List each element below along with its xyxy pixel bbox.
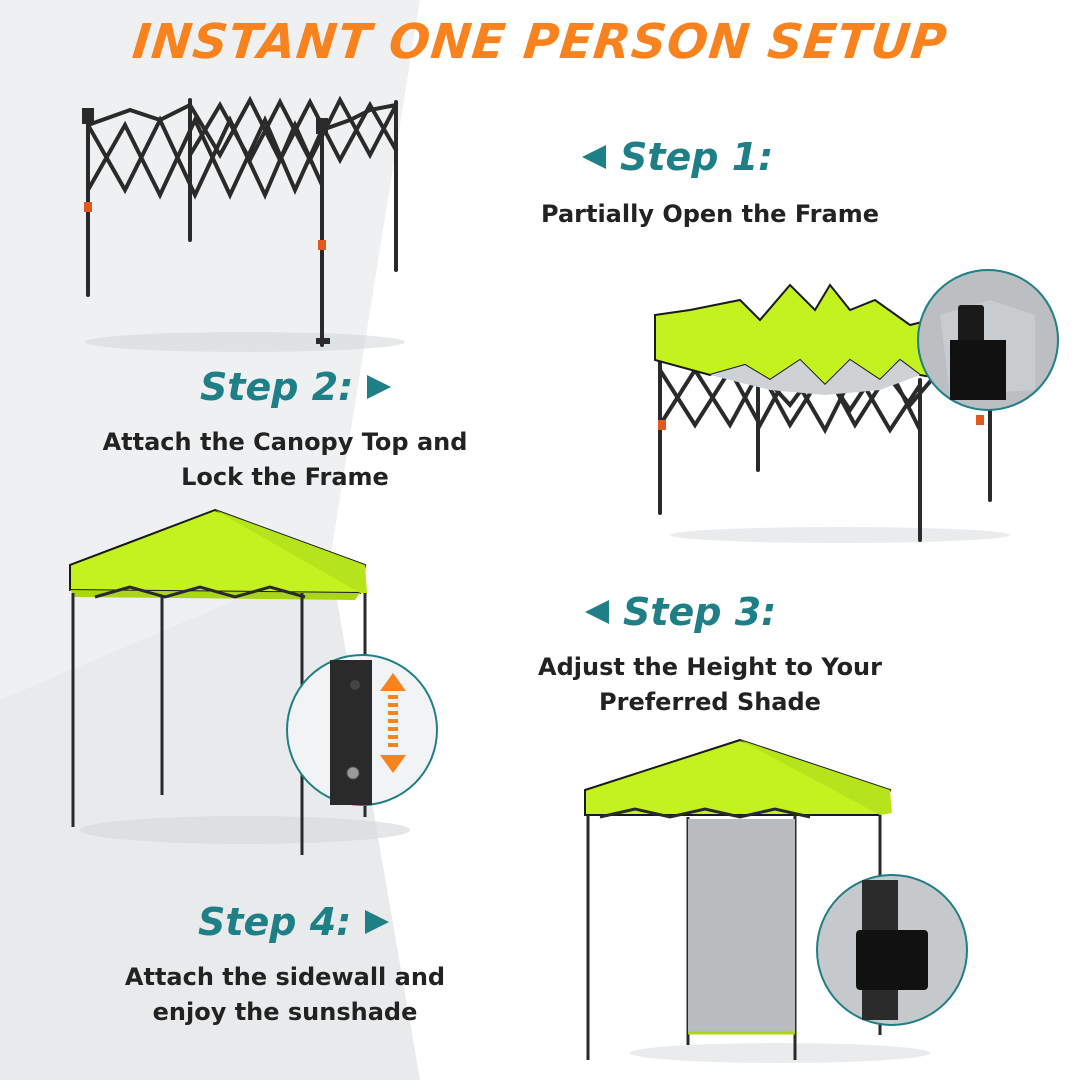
step-1-desc-line: Partially Open the Frame bbox=[541, 200, 879, 228]
step-1-heading: Step 1: bbox=[620, 135, 774, 179]
triangle-right-icon bbox=[365, 910, 390, 934]
triangle-left-icon bbox=[585, 600, 609, 624]
step-2-heading: Step 2: bbox=[200, 365, 354, 409]
canopy-sidewall-illustration bbox=[584, 738, 968, 1063]
step-4-desc-line: enjoy the sunshade bbox=[152, 998, 418, 1026]
triangle-right-icon bbox=[367, 375, 392, 399]
step-4-heading-row: Step 4: bbox=[198, 900, 390, 944]
step-4-desc-line: Attach the sidewall and bbox=[124, 963, 446, 991]
step-4-heading: Step 4: bbox=[198, 900, 352, 944]
step-2-description: Attach the Canopy Top and Lock the Frame bbox=[60, 425, 510, 495]
frame-partially-open-illustration bbox=[82, 95, 405, 352]
step-3-desc-line: Preferred Shade bbox=[599, 688, 821, 716]
step-3-description: Adjust the Height to Your Preferred Shad… bbox=[480, 650, 940, 720]
step-3-heading-row: Step 3: bbox=[585, 590, 776, 634]
step-2-heading-row: Step 2: bbox=[200, 365, 392, 409]
step-4-description: Attach the sidewall and enjoy the sunsha… bbox=[60, 960, 510, 1030]
page-title: INSTANT ONE PERSON SETUP bbox=[129, 14, 951, 70]
canopy-attach-illustration bbox=[654, 269, 1059, 543]
step-2-desc-line: Lock the Frame bbox=[181, 463, 389, 491]
step-3-desc-line: Adjust the Height to Your bbox=[538, 653, 882, 681]
step-1-heading-row: Step 1: bbox=[582, 135, 773, 179]
step-1-description: Partially Open the Frame bbox=[490, 197, 930, 232]
step-2-desc-line: Attach the Canopy Top and bbox=[102, 428, 468, 456]
step-3-heading: Step 3: bbox=[623, 590, 777, 634]
canopy-height-adjust-illustration bbox=[69, 508, 438, 855]
triangle-left-icon bbox=[582, 145, 606, 169]
